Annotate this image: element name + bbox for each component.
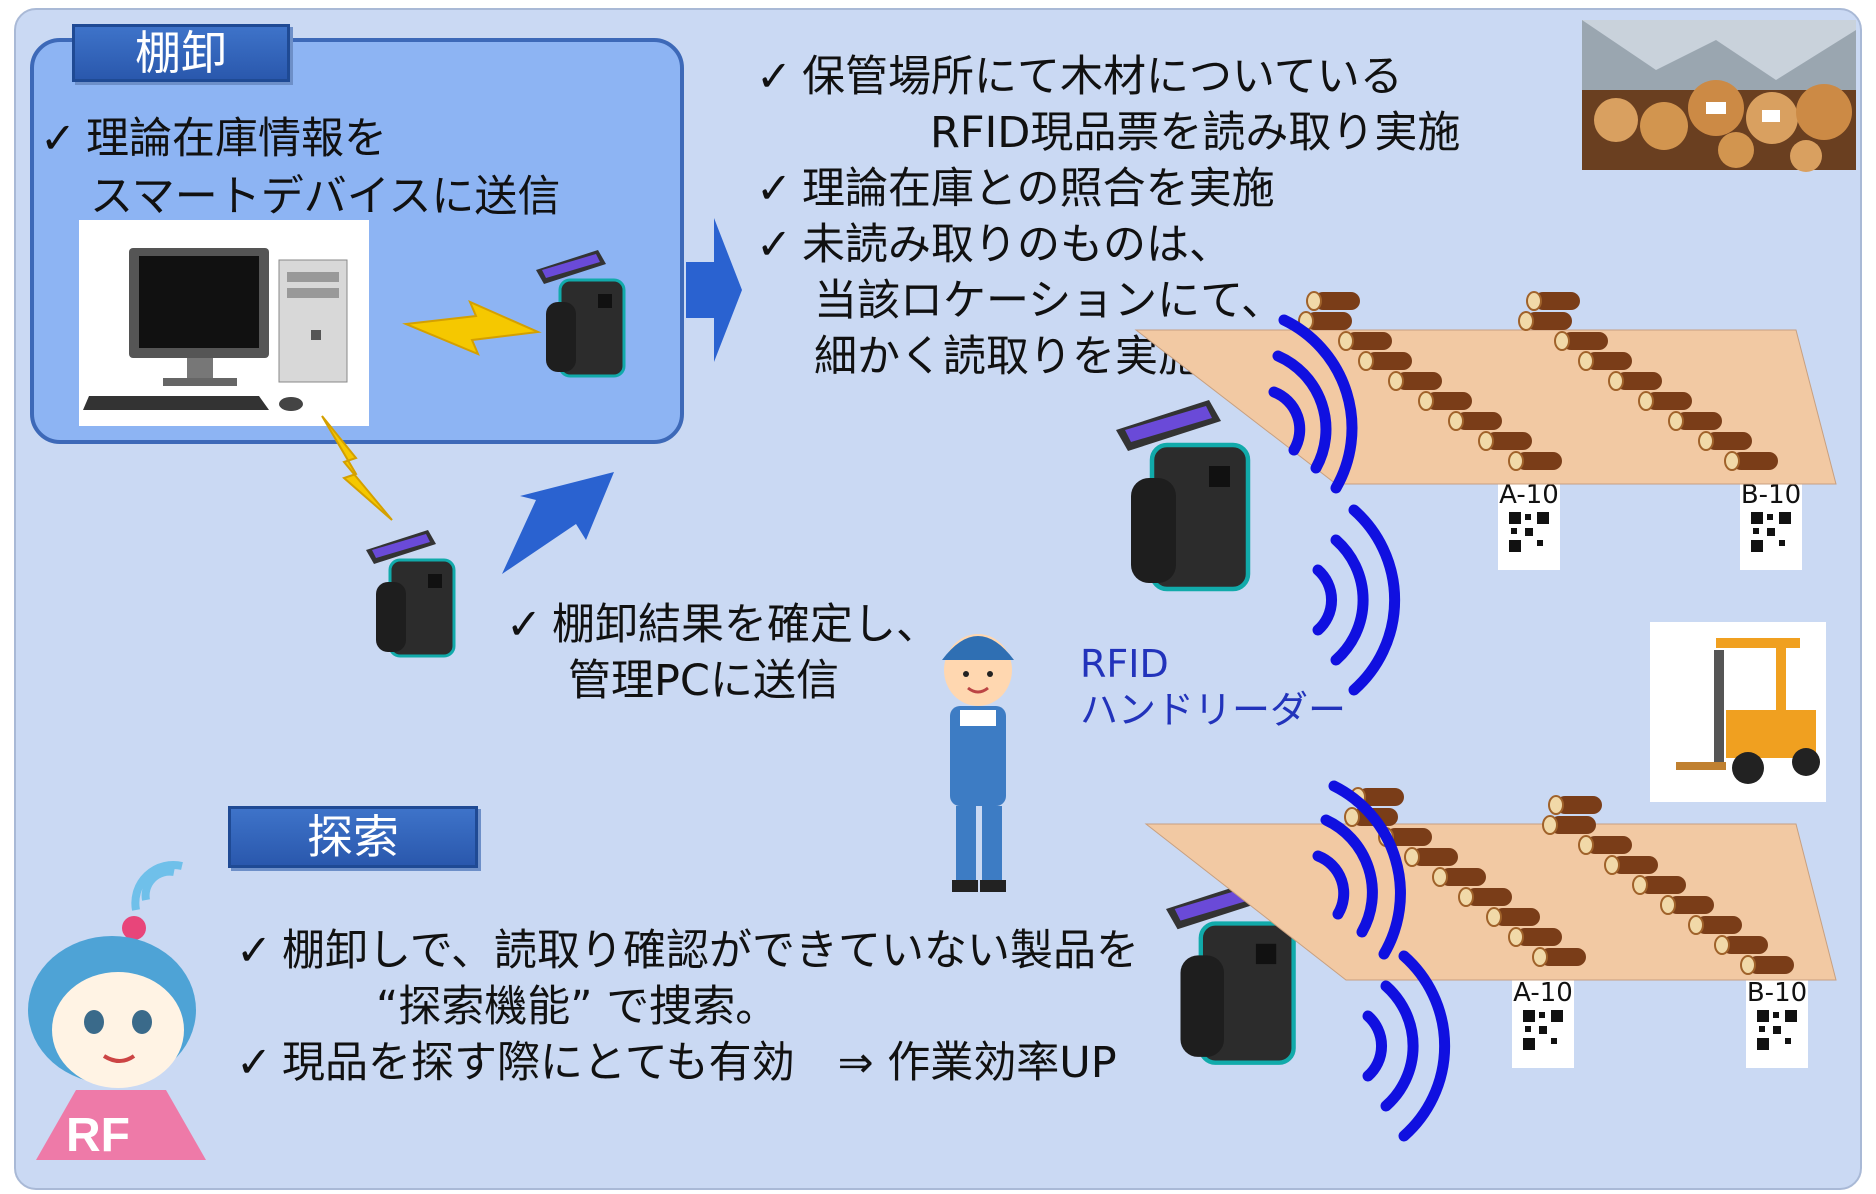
log-pile-photo [1582, 20, 1856, 172]
diagram-panel: ✓理論在庫情報を スマートデバイスに送信 棚卸 ✓保管場所にて木材についている … [14, 8, 1862, 1190]
location-label-b-upper: B-10 [1740, 480, 1802, 570]
desktop-computer-icon [83, 248, 348, 411]
reader-label-line1: RFID [1080, 642, 1169, 686]
reader-label-line2: ハンドリーダー [1080, 688, 1347, 732]
search-item-1-line2: “探索機能” で捜索。 [376, 982, 779, 1032]
check-icon: ✓ [756, 52, 793, 102]
upper-logs [1298, 291, 1779, 471]
inventory-box: ✓理論在庫情報を スマートデバイスに送信 [30, 38, 684, 444]
search-item-2-text: 現品を探す際にとても有効 ⇒ 作業効率UP [282, 1038, 1117, 1088]
qr-code-icon [1749, 510, 1793, 554]
inv-item-1-line1: 理論在庫情報を [86, 114, 388, 164]
inventory-title: 棚卸 [72, 24, 290, 82]
check-icon: ✓ [40, 114, 77, 164]
right-item-2: ✓理論在庫との照合を実施 [756, 160, 1275, 218]
right-item-2-line1: 理論在庫との照合を実施 [802, 164, 1275, 214]
qr-code-icon [1507, 510, 1551, 554]
check-icon: ✓ [756, 164, 793, 214]
location-label-a-upper: A-10 [1498, 480, 1560, 570]
forklift-image [1650, 622, 1826, 802]
check-icon: ✓ [506, 600, 543, 650]
qr-code-icon [1755, 1008, 1799, 1052]
right-item-1-line1: 保管場所にて木材についている [802, 52, 1403, 102]
location-b-text: B-10 [1746, 978, 1808, 1008]
right-item-3-line1: 未読み取りのものは、 [802, 220, 1233, 270]
confirm-item: ✓棚卸結果を確定し、 [506, 596, 939, 654]
search-title: 探索 [228, 806, 478, 868]
right-item-3: ✓未読み取りのものは、 [756, 216, 1232, 274]
location-label-b-lower: B-10 [1746, 978, 1808, 1068]
location-label-a-lower: A-10 [1512, 978, 1574, 1068]
qr-code-icon [1521, 1008, 1565, 1052]
confirm-line1: 棚卸結果を確定し、 [552, 600, 940, 650]
curved-arrow-icon [502, 472, 614, 574]
worker-illustration [942, 634, 1014, 892]
check-icon: ✓ [236, 1038, 273, 1088]
inv-item-1: ✓理論在庫情報を [40, 110, 387, 168]
rfid-reader-icon [364, 528, 456, 658]
search-item-2: ✓現品を探す際にとても有効 ⇒ 作業効率UP [236, 1034, 1117, 1092]
check-icon: ✓ [756, 220, 793, 270]
computer-image [79, 220, 369, 426]
search-item-1-line1: 棚卸しで、読取り確認ができていない製品を [282, 926, 1140, 976]
rfid-reader-icon [1116, 400, 1248, 589]
upper-platform [1134, 329, 1837, 485]
right-item-1: ✓保管場所にて木材についている [756, 48, 1403, 106]
check-icon: ✓ [236, 926, 273, 976]
inv-item-1-line2: スマートデバイスに送信 [90, 172, 561, 222]
mascot-badge: RF [66, 1109, 130, 1162]
location-b-text: B-10 [1740, 480, 1802, 510]
lower-platform [1144, 823, 1837, 981]
location-a-text: A-10 [1513, 978, 1573, 1008]
right-item-3-line3: 細かく読取りを実施 [814, 332, 1201, 382]
right-item-1-line2: RFID現品票を読み取り実施 [930, 108, 1461, 158]
location-a-text: A-10 [1499, 480, 1559, 510]
confirm-line2: 管理PCに送信 [568, 656, 839, 706]
search-item-1: ✓棚卸しで、読取り確認ができていない製品を [236, 922, 1139, 980]
rfid-reader-icon [1166, 880, 1294, 1063]
lower-logs [1344, 787, 1795, 975]
right-item-3-line2: 当該ロケーションにて、 [814, 276, 1284, 326]
right-arrow-icon [686, 218, 742, 362]
